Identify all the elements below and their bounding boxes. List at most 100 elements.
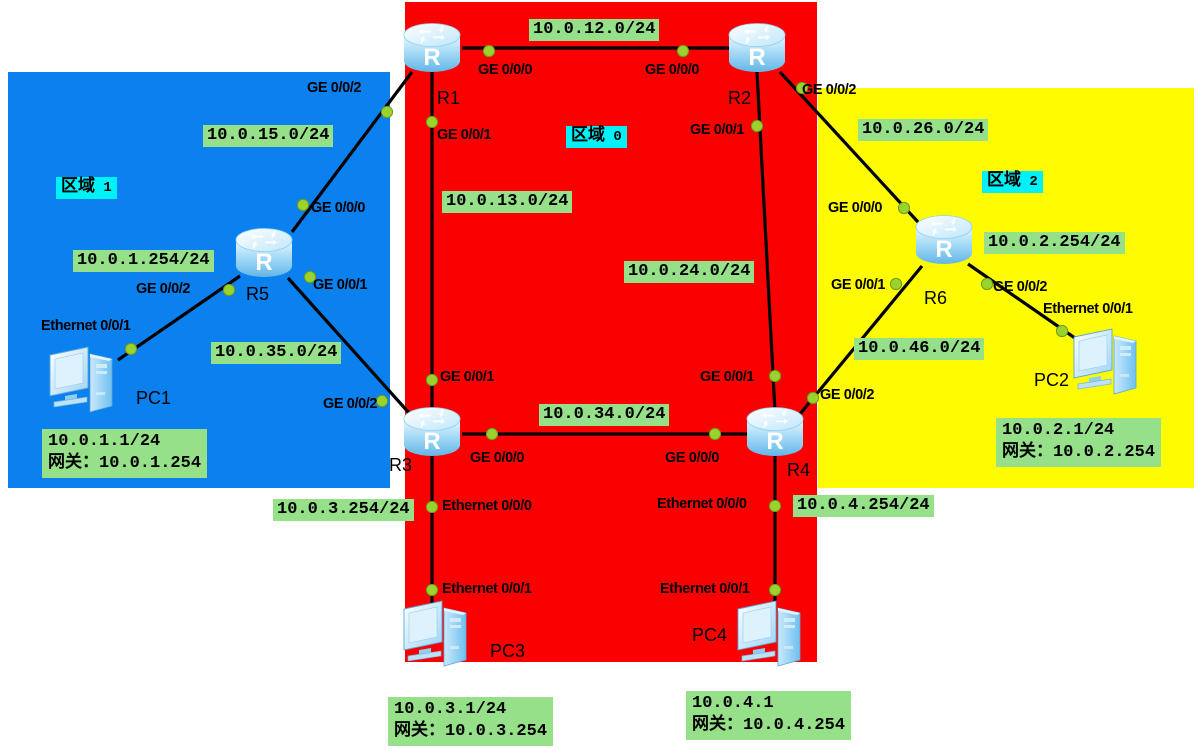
router-r3[interactable]: R (401, 404, 463, 460)
net-10-0-2-254-text: 10.0.2.254/24 (984, 232, 1125, 254)
router-r2[interactable]: R (726, 20, 788, 76)
area-tag-1: 区域 1 (56, 177, 117, 199)
computer-icon (403, 600, 467, 667)
svg-text:R: R (423, 428, 440, 455)
iface-r3-eth001: Ethernet 0/0/1 (442, 581, 532, 597)
router-icon: R (403, 23, 461, 72)
link-r2-r6 (778, 70, 920, 224)
port-dot (485, 427, 499, 441)
port-dot (980, 277, 994, 291)
host-pc1[interactable] (44, 344, 124, 416)
router-r5[interactable]: R (233, 225, 295, 281)
router-label-r3: R3 (389, 455, 413, 475)
area-tag-1-text: 区域 (61, 178, 95, 197)
iface-r4-ge000: GE 0/0/0 (665, 450, 720, 466)
iface-pc1-eth: Ethernet 0/0/1 (41, 318, 131, 334)
host-label-pc4: PC4 (692, 625, 728, 645)
area-tag-2-number: 2 (1021, 174, 1038, 190)
host-pc2[interactable] (1068, 326, 1148, 398)
iface-r3-eth000: Ethernet 0/0/0 (442, 498, 532, 514)
net-10-0-26-0-text: 10.0.26.0/24 (858, 119, 989, 141)
net-10-0-1-254: 10.0.1.254/24 (73, 250, 214, 272)
port-dot (795, 81, 809, 95)
host-info-pc4: 10.0.4.1 网关：10.0.4.254 (686, 691, 852, 740)
host-info-pc3-ip: 10.0.3.1/24 (394, 700, 507, 719)
net-10-0-13-0-text: 10.0.13.0/24 (442, 191, 573, 213)
link-r5-r3 (286, 276, 412, 416)
net-10-0-46-0-text: 10.0.46.0/24 (854, 338, 985, 360)
host-pc3[interactable] (398, 598, 478, 670)
net-10-0-4-254: 10.0.4.254/24 (793, 495, 934, 517)
iface-r1-ge002: GE 0/0/2 (307, 80, 362, 96)
port-dot (425, 583, 439, 597)
router-icon: R (746, 407, 804, 456)
svg-text:R: R (935, 236, 952, 263)
net-10-0-35-0: 10.0.35.0/24 (211, 342, 342, 364)
port-dot (676, 44, 690, 58)
port-dot (897, 201, 911, 215)
net-10-0-3-254-text: 10.0.3.254/24 (273, 499, 414, 521)
iface-r6-ge000: GE 0/0/0 (828, 200, 883, 216)
host-info-pc4-gateway: 网关：10.0.4.254 (692, 715, 846, 735)
iface-r4-eth001: Ethernet 0/0/1 (660, 581, 750, 597)
computer-icon (1073, 328, 1137, 395)
area-tag-0-text: 区域 (571, 127, 605, 146)
port-dot (482, 44, 496, 58)
port-dot (124, 342, 138, 356)
host-info-pc3-gateway: 网关：10.0.3.254 (394, 721, 548, 741)
svg-text:R: R (766, 428, 783, 455)
port-dot (708, 427, 722, 441)
port-dot (750, 119, 764, 133)
net-10-0-15-0: 10.0.15.0/24 (203, 125, 334, 147)
router-r4[interactable]: R (744, 404, 806, 460)
iface-r5-ge000: GE 0/0/0 (311, 200, 366, 216)
port-dot (425, 500, 439, 514)
host-info-pc3: 10.0.3.1/24 网关：10.0.3.254 (388, 697, 554, 746)
iface-r2-ge001: GE 0/0/1 (690, 122, 745, 138)
iface-r4-ge001: GE 0/0/1 (700, 369, 755, 385)
host-info-pc4-ip: 10.0.4.1 (692, 694, 774, 713)
host-label-pc1: PC1 (136, 388, 172, 408)
router-label-r6: R6 (924, 288, 948, 308)
iface-r3-ge001: GE 0/0/1 (440, 369, 495, 385)
iface-r4-eth000: Ethernet 0/0/0 (657, 496, 747, 512)
iface-r5-ge002: GE 0/0/2 (136, 281, 191, 297)
router-r6[interactable]: R (913, 212, 975, 268)
host-label-pc3: PC3 (490, 641, 526, 661)
area-tag-0: 区域 0 (566, 126, 627, 148)
host-info-pc2: 10.0.2.1/24 网关：10.0.2.254 (996, 418, 1162, 467)
iface-r2-ge002: GE 0/0/2 (802, 82, 857, 98)
net-10-0-15-0-text: 10.0.15.0/24 (203, 125, 334, 147)
net-10-0-24-0-text: 10.0.24.0/24 (624, 261, 755, 283)
router-label-r2: R2 (728, 88, 752, 108)
svg-text:R: R (423, 44, 440, 71)
net-10-0-2-254: 10.0.2.254/24 (984, 232, 1125, 254)
iface-r6-ge002: GE 0/0/2 (993, 279, 1048, 295)
net-10-0-12-0: 10.0.12.0/24 (529, 19, 660, 41)
router-r1[interactable]: R (401, 20, 463, 76)
router-icon: R (915, 215, 973, 264)
port-dot (1055, 324, 1069, 338)
net-10-0-12-0-text: 10.0.12.0/24 (529, 19, 660, 41)
net-10-0-1-254-text: 10.0.1.254/24 (73, 250, 214, 272)
iface-r6-ge001: GE 0/0/1 (831, 277, 886, 293)
host-label-pc2: PC2 (1034, 370, 1070, 390)
router-label-r1: R1 (437, 88, 461, 108)
net-10-0-34-0-text: 10.0.34.0/24 (539, 404, 670, 426)
port-dot (768, 499, 782, 513)
iface-r1-ge001: GE 0/0/1 (437, 127, 492, 143)
port-dot (375, 394, 389, 408)
iface-r4-ge002: GE 0/0/2 (820, 387, 875, 403)
router-label-r4: R4 (787, 460, 811, 480)
link-r5-pc1 (117, 274, 241, 362)
link-r1-r5 (290, 71, 414, 233)
host-info-pc2-gateway: 网关：10.0.2.254 (1002, 442, 1156, 462)
area-tag-0-number: 0 (605, 129, 622, 145)
net-10-0-26-0: 10.0.26.0/24 (858, 119, 989, 141)
host-pc4[interactable] (732, 598, 812, 670)
svg-text:R: R (748, 44, 765, 71)
net-10-0-3-254: 10.0.3.254/24 (273, 499, 414, 521)
port-dot (889, 277, 903, 291)
host-info-pc2-ip: 10.0.2.1/24 (1002, 421, 1115, 440)
